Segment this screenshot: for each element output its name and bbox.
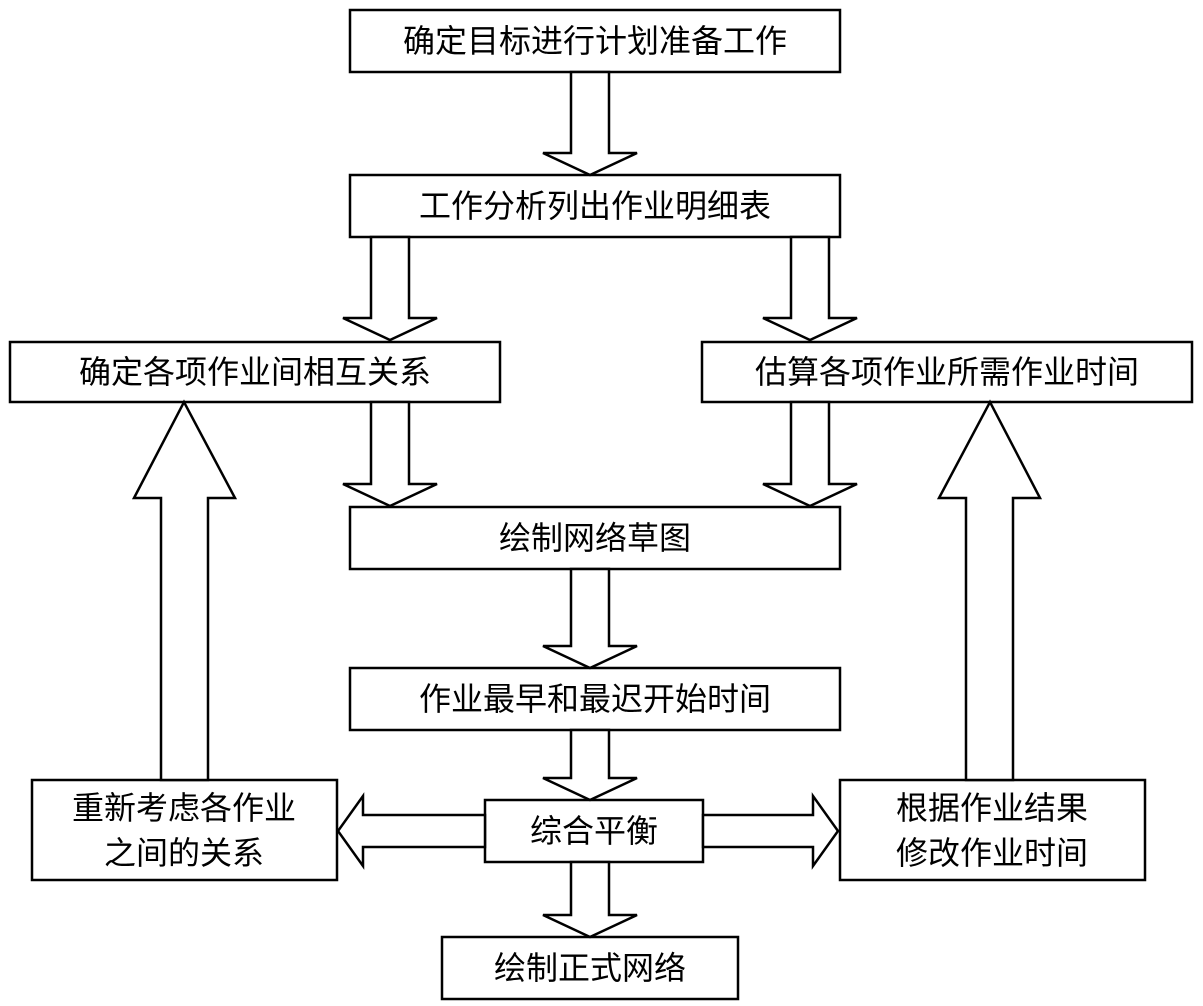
node-final-box xyxy=(440,935,740,1001)
arrow-balance-to-reconsider xyxy=(336,792,487,870)
arrow-balance-to-modify xyxy=(701,792,840,870)
node-balance-label: 综合平衡 xyxy=(530,812,658,850)
node-modify-label-line2: 修改作业时间 xyxy=(896,834,1088,872)
arrow-draft-to-times xyxy=(542,567,638,670)
node-goal-box xyxy=(348,8,842,74)
node-reconsider-label-line2: 之间的关系 xyxy=(104,834,264,872)
node-reconsider-box xyxy=(30,778,339,882)
node-estimate-box xyxy=(700,340,1194,404)
node-relations-label: 确定各项作业间相互关系 xyxy=(79,353,431,391)
node-times-label: 作业最早和最迟开始时间 xyxy=(419,680,771,718)
arrow-estimate-to-draft xyxy=(762,400,858,508)
node-estimate-label: 估算各项作业所需作业时间 xyxy=(755,353,1139,391)
node-relations-box xyxy=(8,340,502,404)
arrow-analysis-to-relations xyxy=(342,235,438,342)
arrow-goal-to-analysis xyxy=(542,70,638,177)
node-analysis-label: 工作分析列出作业明细表 xyxy=(419,187,771,225)
node-draft-label: 绘制网络草图 xyxy=(499,519,691,557)
node-reconsider-label-line1: 重新考虑各作业 xyxy=(72,789,296,827)
node-modify-label-line1: 根据作业结果 xyxy=(896,789,1088,827)
node-analysis-box xyxy=(348,173,842,239)
arrow-balance-to-final xyxy=(542,860,638,939)
arrow-analysis-to-estimate xyxy=(762,235,858,342)
arrow-relations-to-draft xyxy=(342,400,438,508)
arrow-reconsider-to-relations xyxy=(131,399,238,782)
node-modify-box xyxy=(838,778,1147,882)
node-goal-label: 确定目标进行计划准备工作 xyxy=(403,22,787,60)
node-final-label: 绘制正式网络 xyxy=(494,949,686,987)
arrow-modify-to-estimate xyxy=(936,399,1043,782)
arrow-times-to-balance xyxy=(542,728,638,802)
node-times-box xyxy=(348,666,842,732)
